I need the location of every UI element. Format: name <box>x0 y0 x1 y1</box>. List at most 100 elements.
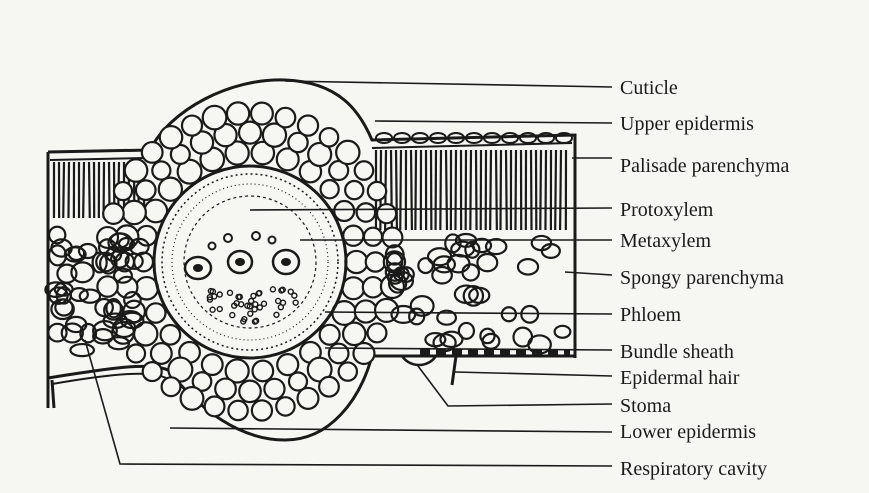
vascular-bundle <box>154 166 346 358</box>
palisade-cell <box>415 150 416 230</box>
phloem-cell <box>293 300 298 305</box>
parenchyma-cell <box>343 323 365 345</box>
palisade-cell <box>400 150 401 230</box>
parenchyma-cell <box>253 361 274 382</box>
parenchyma-cell <box>125 159 148 182</box>
palisade-cell <box>545 150 546 230</box>
parenchyma-cell <box>264 379 284 399</box>
palisade-cell <box>560 150 561 230</box>
spongy-cell <box>555 326 571 338</box>
phloem-cell <box>230 313 235 318</box>
parenchyma-cell <box>114 182 132 200</box>
label-protoxylem: Protoxylem <box>620 199 714 221</box>
palisade-cell <box>470 150 471 230</box>
palisade-cell <box>89 162 90 218</box>
palisade-cell <box>440 150 441 230</box>
palisade-cell <box>476 150 477 230</box>
epidermis-cell <box>376 133 392 143</box>
parenchyma-cell <box>321 180 339 198</box>
parenchyma-cell <box>298 388 319 409</box>
parenchyma-cell <box>353 343 374 364</box>
phloem-cell <box>278 305 283 310</box>
parenchyma-cell <box>227 102 249 124</box>
label-phloem: Phloem <box>620 304 682 326</box>
epidermis-cell <box>520 133 536 143</box>
parenchyma-cell <box>375 299 398 322</box>
parenchyma-cell <box>228 401 247 420</box>
palisade-cell <box>515 150 516 230</box>
parenchyma-cell <box>239 381 261 403</box>
parenchyma-cell <box>160 126 182 148</box>
spongy-cell <box>480 329 494 343</box>
phloem-cell <box>292 293 297 298</box>
parenchyma-cell <box>136 180 156 200</box>
parenchyma-cell <box>357 203 375 221</box>
leader-stoma <box>418 366 612 406</box>
label-respiratory-cavity: Respiratory cavity <box>620 458 767 480</box>
palisade-cell <box>555 150 556 230</box>
phloem-cell <box>249 299 254 304</box>
parenchyma-cell <box>319 377 339 397</box>
palisade-cell <box>540 150 541 230</box>
parenchyma-cell <box>320 325 340 345</box>
spongy-cell <box>477 254 497 271</box>
parenchyma-cell <box>364 228 382 246</box>
parenchyma-cell <box>366 252 385 271</box>
leader-epidermal-hair <box>455 372 612 376</box>
spongy-cell <box>502 307 516 321</box>
palisade-cell <box>506 150 507 230</box>
label-lower-epidermis: Lower epidermis <box>620 421 756 443</box>
spongy-cell <box>462 264 478 280</box>
palisade-cell <box>68 162 69 218</box>
spongy-cell <box>486 239 506 254</box>
parenchyma-cell <box>205 397 225 417</box>
leader-protoxylem <box>250 208 612 210</box>
parenchyma-cell <box>103 203 123 223</box>
phloem-cell <box>217 307 222 312</box>
parenchyma-cell <box>339 362 357 380</box>
palisade-cell <box>455 150 456 230</box>
spongy-cell <box>532 236 551 250</box>
label-epidermal-hair: Epidermal hair <box>620 367 740 389</box>
phloem-cell <box>252 307 257 312</box>
spongy-cell <box>448 255 470 273</box>
parenchyma-cell <box>143 362 162 381</box>
parenchyma-cell <box>134 322 157 345</box>
phloem-cell <box>270 287 275 292</box>
parenchyma-cell <box>203 106 227 130</box>
parenchyma-cell <box>152 161 170 179</box>
spongy-cell <box>71 262 93 282</box>
parenchyma-cell <box>368 323 387 342</box>
label-spongy-parenchyma: Spongy parenchyma <box>620 267 784 289</box>
phloem-cell <box>217 292 222 297</box>
palisade-cell <box>446 150 447 230</box>
label-cuticle: Cuticle <box>620 77 678 99</box>
metaxylem-vessels <box>185 250 299 279</box>
parenchyma-cell <box>252 400 272 420</box>
palisade-cell <box>500 150 501 230</box>
parenchyma-cell <box>336 141 359 164</box>
parenchyma-cell <box>151 343 172 364</box>
palisade-cell <box>411 150 412 230</box>
label-upper-epidermis: Upper epidermis <box>620 113 754 135</box>
epidermal-hair <box>452 356 456 385</box>
spongy-cell <box>451 242 474 257</box>
spongy-cell <box>70 344 93 356</box>
parenchyma-cell <box>182 116 202 136</box>
parenchyma-cell <box>251 103 273 125</box>
labels: Cuticle Upper epidermis Palisade parench… <box>620 77 789 480</box>
leader-upper-epidermis <box>375 121 612 123</box>
parenchyma-cell <box>377 204 396 223</box>
parenchyma-cell <box>142 142 163 163</box>
parenchyma-cell <box>127 344 145 362</box>
parenchyma-cell <box>345 181 363 199</box>
label-palisade-parenchyma: Palisade parenchyma <box>620 155 789 177</box>
parenchyma-cell <box>345 251 367 273</box>
phloem-cell <box>257 305 262 310</box>
parenchyma-cell <box>320 128 338 146</box>
palisade-cell <box>496 150 497 230</box>
palisade-cell <box>83 162 84 218</box>
palisade-cell <box>63 162 64 218</box>
